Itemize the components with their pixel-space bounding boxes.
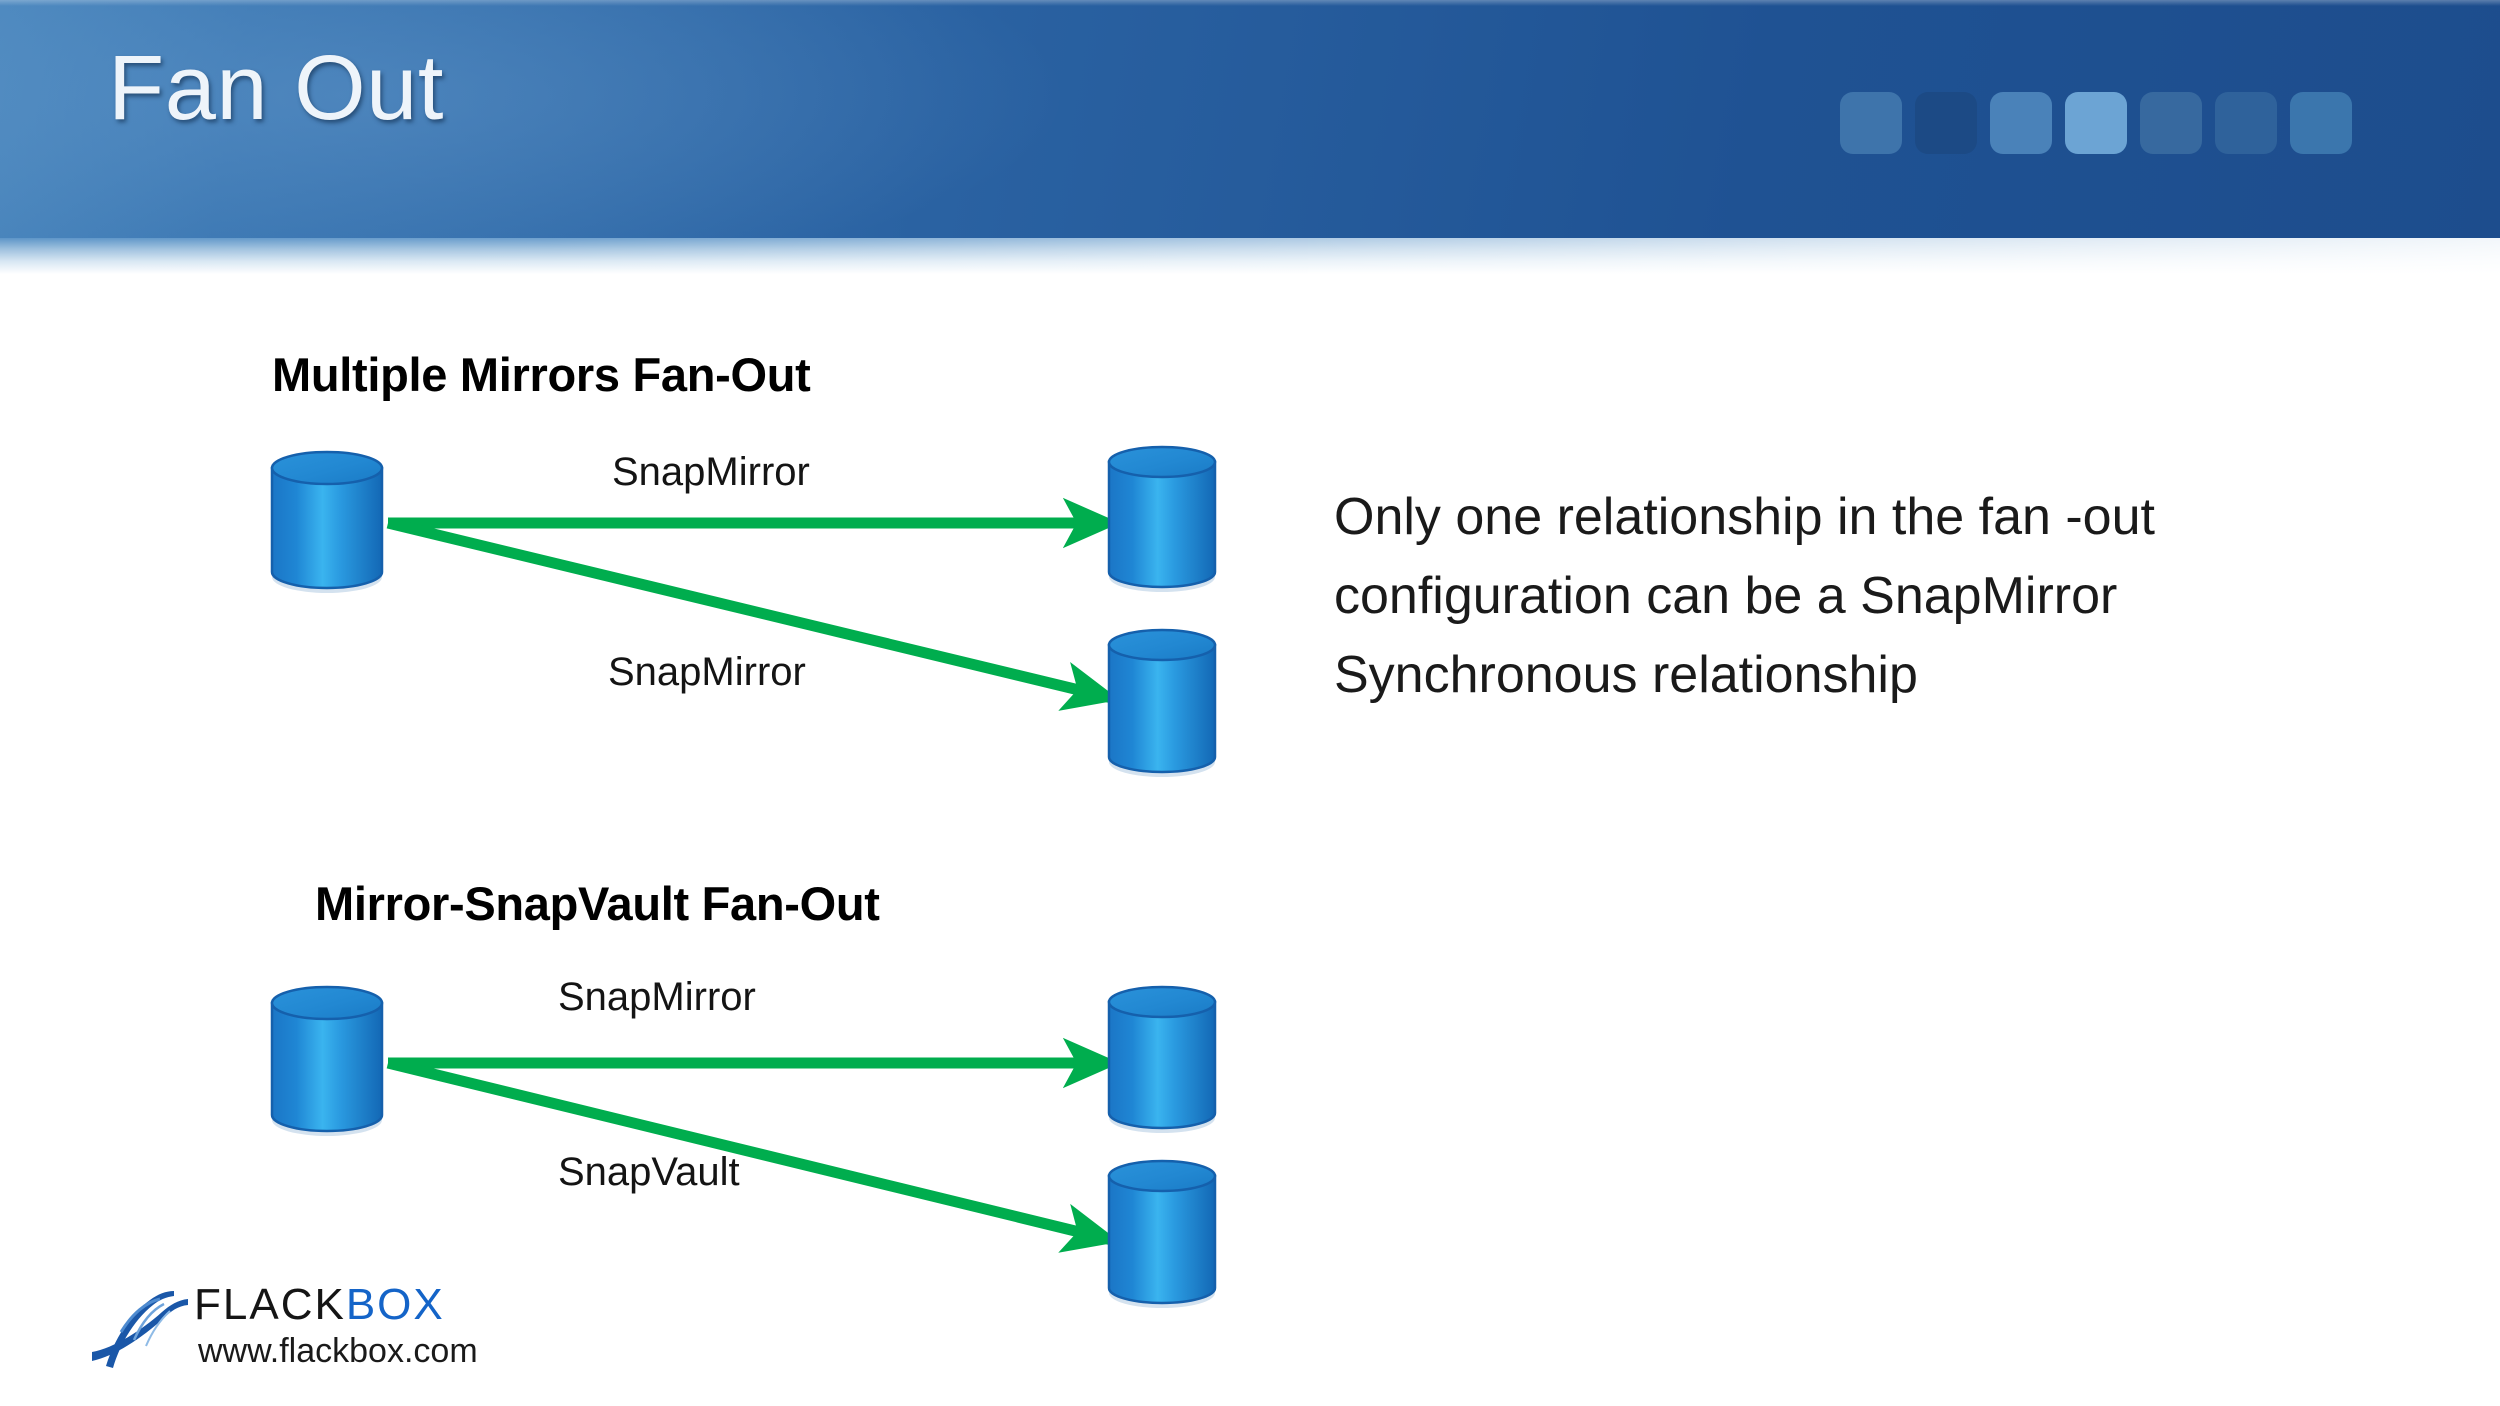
deco-square-3 [1990,92,2052,154]
heading-multiple-mirrors-fan-out: Multiple Mirrors Fan-Out [272,348,811,401]
logo-url: www.flackbox.com [198,1332,478,1370]
heading-mirror-snapvault-fan-out: Mirror-SnapVault Fan-Out [315,877,880,930]
logo-brand-first: FLACK [194,1280,346,1329]
cylinder-target-multiple-mirrors-2 [1107,628,1217,777]
cylinder-source-multiple-mirrors [270,450,384,593]
cylinder-target-multiple-mirrors-1 [1107,445,1217,592]
deco-square-6 [2215,92,2277,154]
header-decorative-squares [1840,92,2500,154]
arrow-label-snapmirror-top: SnapMirror [612,450,810,494]
cylinder-target-mirror-snapvault-2 [1107,1159,1217,1308]
cylinder-target-mirror-snapvault-1 [1107,985,1217,1133]
deco-square-5 [2140,92,2202,154]
flackbox-logo[interactable]: FLACKBOX www.flackbox.com [88,1278,508,1388]
arrow-label-snapmirror-msv: SnapMirror [558,975,756,1019]
deco-square-4 [2065,92,2127,154]
logo-brand-second: BOX [345,1280,445,1329]
flackbox-bridge-icon [92,1291,188,1368]
deco-square-2 [1915,92,1977,154]
logo-wordmark: FLACKBOX [194,1280,445,1330]
arrow-label-snapmirror-bottom: SnapMirror [608,650,806,694]
page-title: Fan Out [108,37,444,139]
deco-square-7 [2290,92,2352,154]
body-paragraph: Only one relationship in the fan -out co… [1334,488,2155,705]
header-fade-sheen [0,238,2500,274]
arrow-label-snapvault-msv: SnapVault [558,1150,740,1194]
arrow-snapvault-msv [386,1057,1120,1253]
cylinder-source-mirror-snapvault [270,985,384,1136]
deco-square-1 [1840,92,1902,154]
arrows-mirror-snapvault [386,1037,1121,1253]
